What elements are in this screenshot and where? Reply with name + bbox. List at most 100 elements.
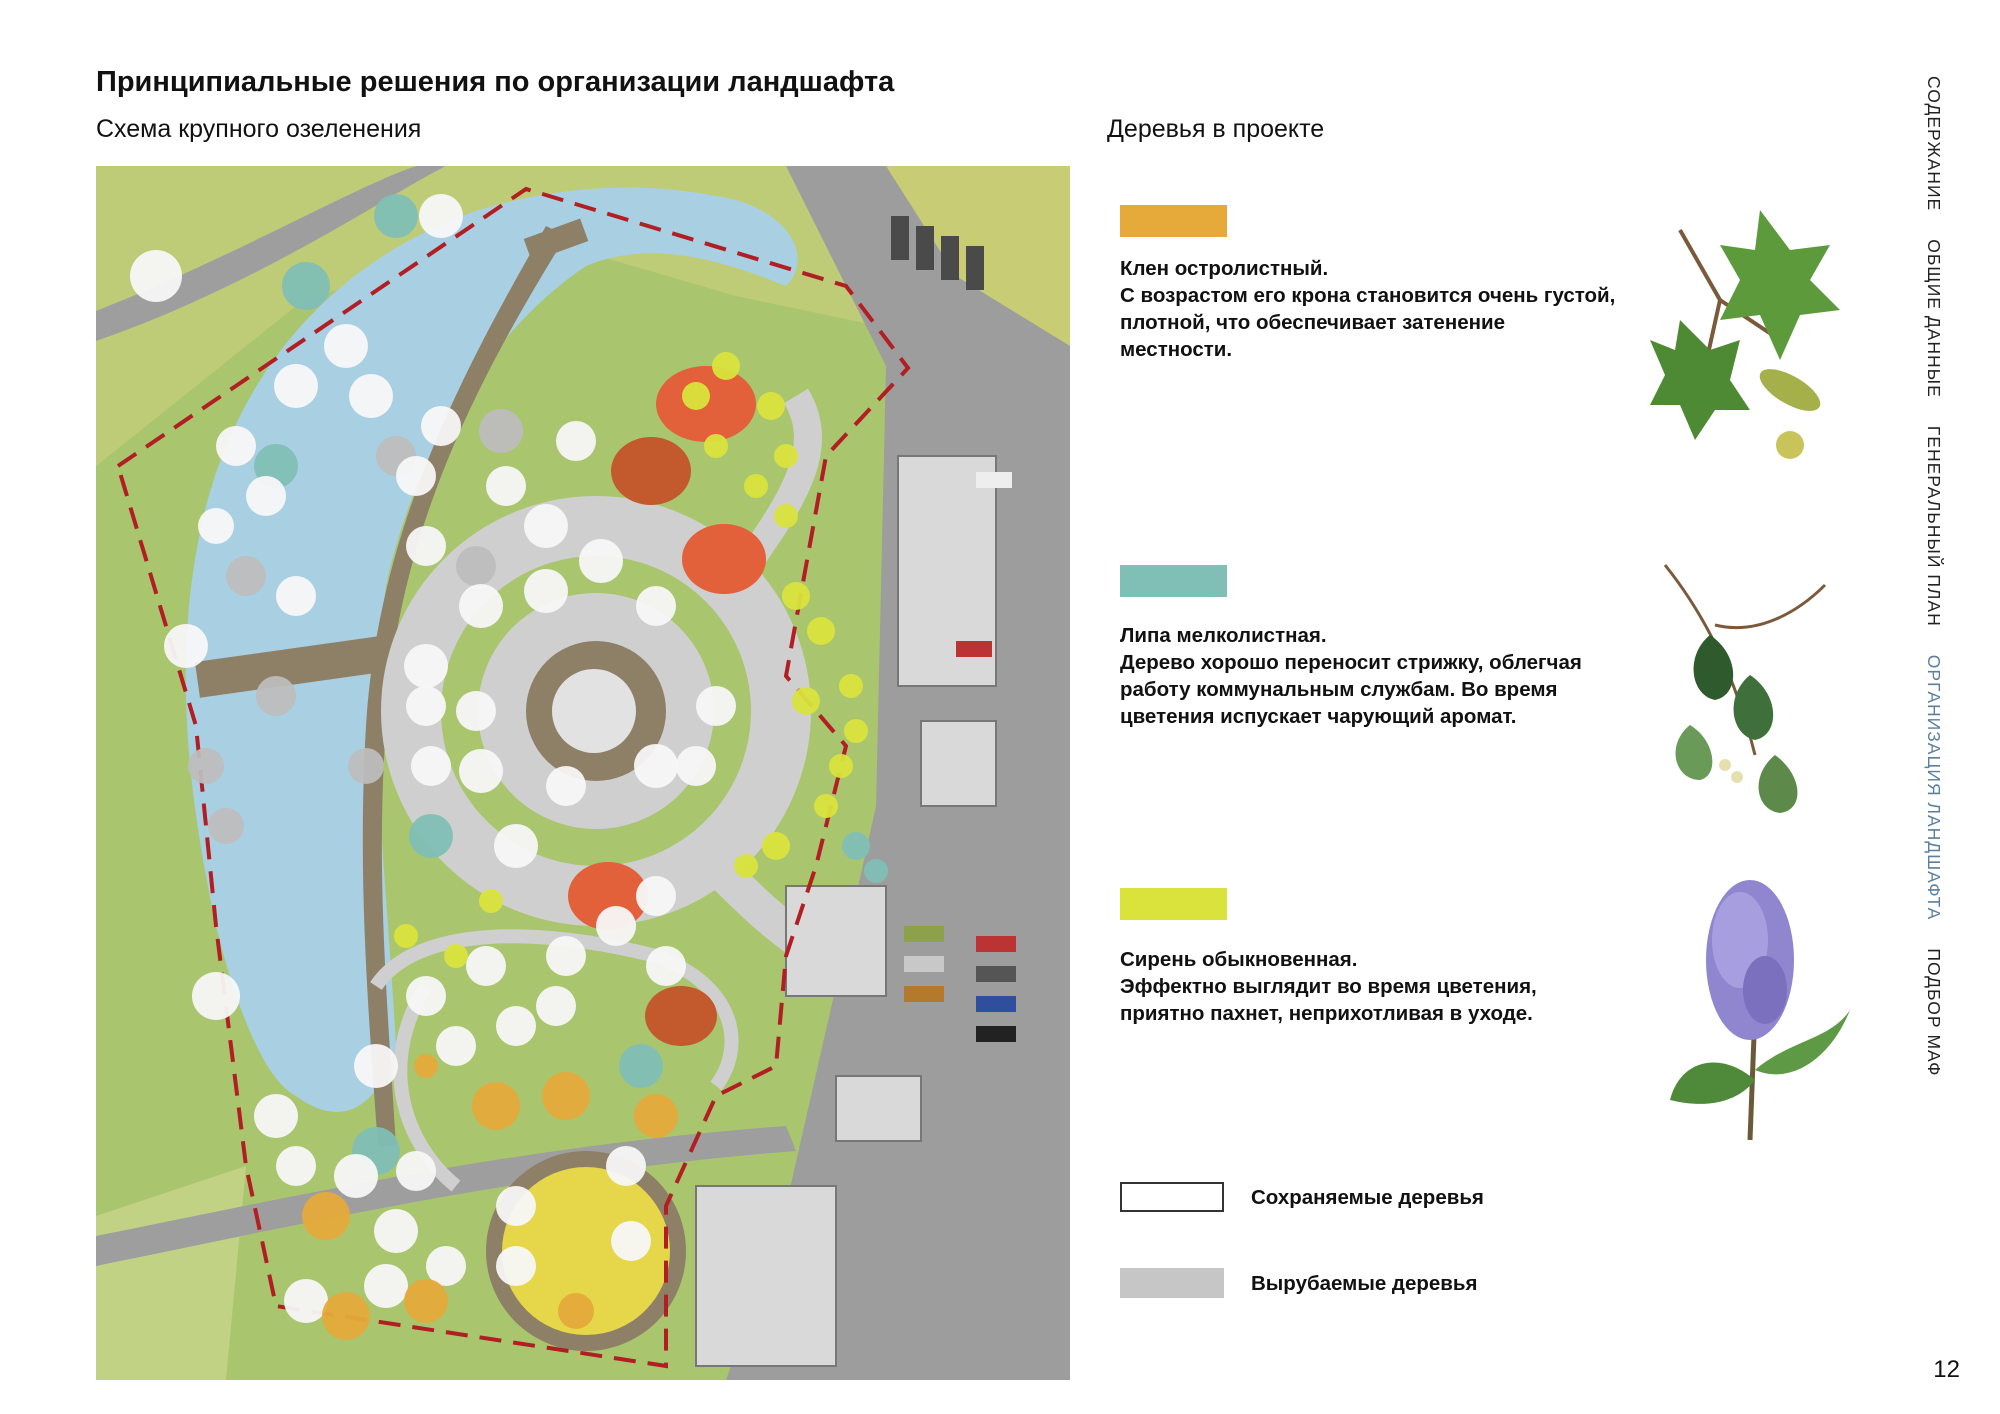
- tree-canopy: [334, 1154, 378, 1198]
- wooden-bridge: [523, 218, 589, 262]
- playground-surface: [502, 1167, 670, 1335]
- tree-canopy: [282, 262, 330, 310]
- tree-canopy: [792, 687, 820, 715]
- tree-canopy: [536, 986, 576, 1026]
- garden-path: [370, 929, 739, 1091]
- plaza-path: [734, 388, 822, 575]
- tree-canopy: [466, 946, 506, 986]
- tree-canopy: [406, 526, 446, 566]
- tree-canopy: [406, 976, 446, 1016]
- lilac-swatch: [1120, 888, 1227, 920]
- tree-canopy: [276, 1146, 316, 1186]
- removed-trees-label: Вырубаемые деревья: [1251, 1272, 1478, 1295]
- tree-canopy: [704, 434, 728, 458]
- tree-canopy: [374, 194, 418, 238]
- tree-canopy: [409, 814, 453, 858]
- tree-canopy: [814, 794, 838, 818]
- tree-canopy: [164, 624, 208, 668]
- tree-canopy: [198, 508, 234, 544]
- tree-canopy: [394, 924, 418, 948]
- tree-canopy: [596, 906, 636, 946]
- garden-path: [393, 982, 461, 1192]
- tree-canopy: [844, 719, 868, 743]
- tree-canopy: [322, 1292, 370, 1340]
- tree-canopy: [472, 1082, 520, 1130]
- tree-canopy: [456, 691, 496, 731]
- tree-canopy: [634, 744, 678, 788]
- lilac-illustration: [1670, 880, 1850, 1141]
- linden-swatch: [1120, 565, 1227, 597]
- tree-canopy: [646, 946, 686, 986]
- nav-general-data[interactable]: ОБЩИЕ ДАННЫЕ: [1924, 239, 1944, 398]
- nav-landscape-organization[interactable]: ОРГАНИЗАЦИЯ ЛАНДШАФТА: [1924, 654, 1944, 921]
- tree-canopy: [414, 1054, 438, 1078]
- saved-trees-swatch: [1120, 1182, 1224, 1212]
- tree-canopy: [494, 824, 538, 868]
- nav-contents[interactable]: СОДЕРЖАНИЕ: [1924, 76, 1944, 212]
- tree-canopy: [436, 1026, 476, 1066]
- tree-canopy: [216, 426, 256, 466]
- tree-canopy: [839, 674, 863, 698]
- tree-canopy: [354, 1044, 398, 1088]
- tree-canopy: [496, 1246, 536, 1286]
- tree-canopy: [396, 456, 436, 496]
- tree-canopy: [284, 1279, 328, 1323]
- amphitheatre-center: [552, 669, 636, 753]
- tree-canopy: [486, 466, 526, 506]
- tree-canopy: [426, 1246, 466, 1286]
- tree-canopy: [611, 1221, 651, 1261]
- species-text: Эффектно выглядит во время цветения, при…: [1120, 975, 1537, 1025]
- tree-canopy: [734, 854, 758, 878]
- tree-canopy: [829, 754, 853, 778]
- tree-canopy: [459, 749, 503, 793]
- tree-canopy: [188, 748, 224, 784]
- tree-canopy: [619, 1044, 663, 1088]
- tree-canopy: [682, 382, 710, 410]
- nav-master-plan[interactable]: ГЕНЕРАЛЬНЫЙ ПЛАН: [1924, 425, 1944, 627]
- tree-canopy: [558, 1293, 594, 1329]
- tree-canopy: [324, 324, 368, 368]
- tree-canopy: [276, 576, 316, 616]
- tree-canopy: [636, 876, 676, 916]
- tree-markers: [130, 194, 888, 1340]
- tree-canopy: [579, 539, 623, 583]
- tree-canopy: [404, 1279, 448, 1323]
- tree-canopy: [546, 936, 586, 976]
- tree-canopy: [396, 1151, 436, 1191]
- tree-canopy: [524, 569, 568, 613]
- site-boundary: [115, 186, 911, 1369]
- tree-canopy: [496, 1186, 536, 1226]
- tree-canopy: [696, 686, 736, 726]
- tree-canopy: [842, 832, 870, 860]
- maple-description: Клен остролистный. С возрастом его крона…: [1120, 255, 1620, 363]
- tree-canopy: [456, 546, 496, 586]
- species-name: Сирень обыкновенная.: [1120, 948, 1358, 971]
- tree-canopy: [864, 859, 888, 883]
- nav-small-architectural-forms[interactable]: ПОДБОР МАФ: [1924, 948, 1944, 1077]
- tree-canopy: [634, 1094, 678, 1138]
- pond: [185, 187, 798, 1112]
- tree-canopy: [208, 808, 244, 844]
- tree-canopy: [256, 676, 296, 716]
- tree-canopy: [524, 504, 568, 548]
- maple-illustration: [1650, 210, 1840, 459]
- tree-canopy: [757, 392, 785, 420]
- tree-canopy: [411, 746, 451, 786]
- tree-canopy: [774, 504, 798, 528]
- tree-canopy: [348, 748, 384, 784]
- tree-canopy: [226, 556, 266, 596]
- plan-subtitle: Схема крупного озеленения: [96, 115, 422, 143]
- saved-trees-label: Сохраняемые деревья: [1251, 1186, 1484, 1209]
- landscape-plan: [96, 166, 1070, 1380]
- tree-canopy: [744, 474, 768, 498]
- tree-canopy: [774, 444, 798, 468]
- tree-canopy: [406, 686, 446, 726]
- tree-canopy: [274, 364, 318, 408]
- buildings: [695, 455, 997, 1367]
- tree-canopy: [542, 1072, 590, 1120]
- tree-canopy: [556, 421, 596, 461]
- linden-description: Липа мелколистная. Дерево хорошо перенос…: [1120, 622, 1620, 730]
- tree-canopy: [374, 1209, 418, 1253]
- tree-canopy: [421, 406, 461, 446]
- page-number: 12: [1933, 1356, 1960, 1383]
